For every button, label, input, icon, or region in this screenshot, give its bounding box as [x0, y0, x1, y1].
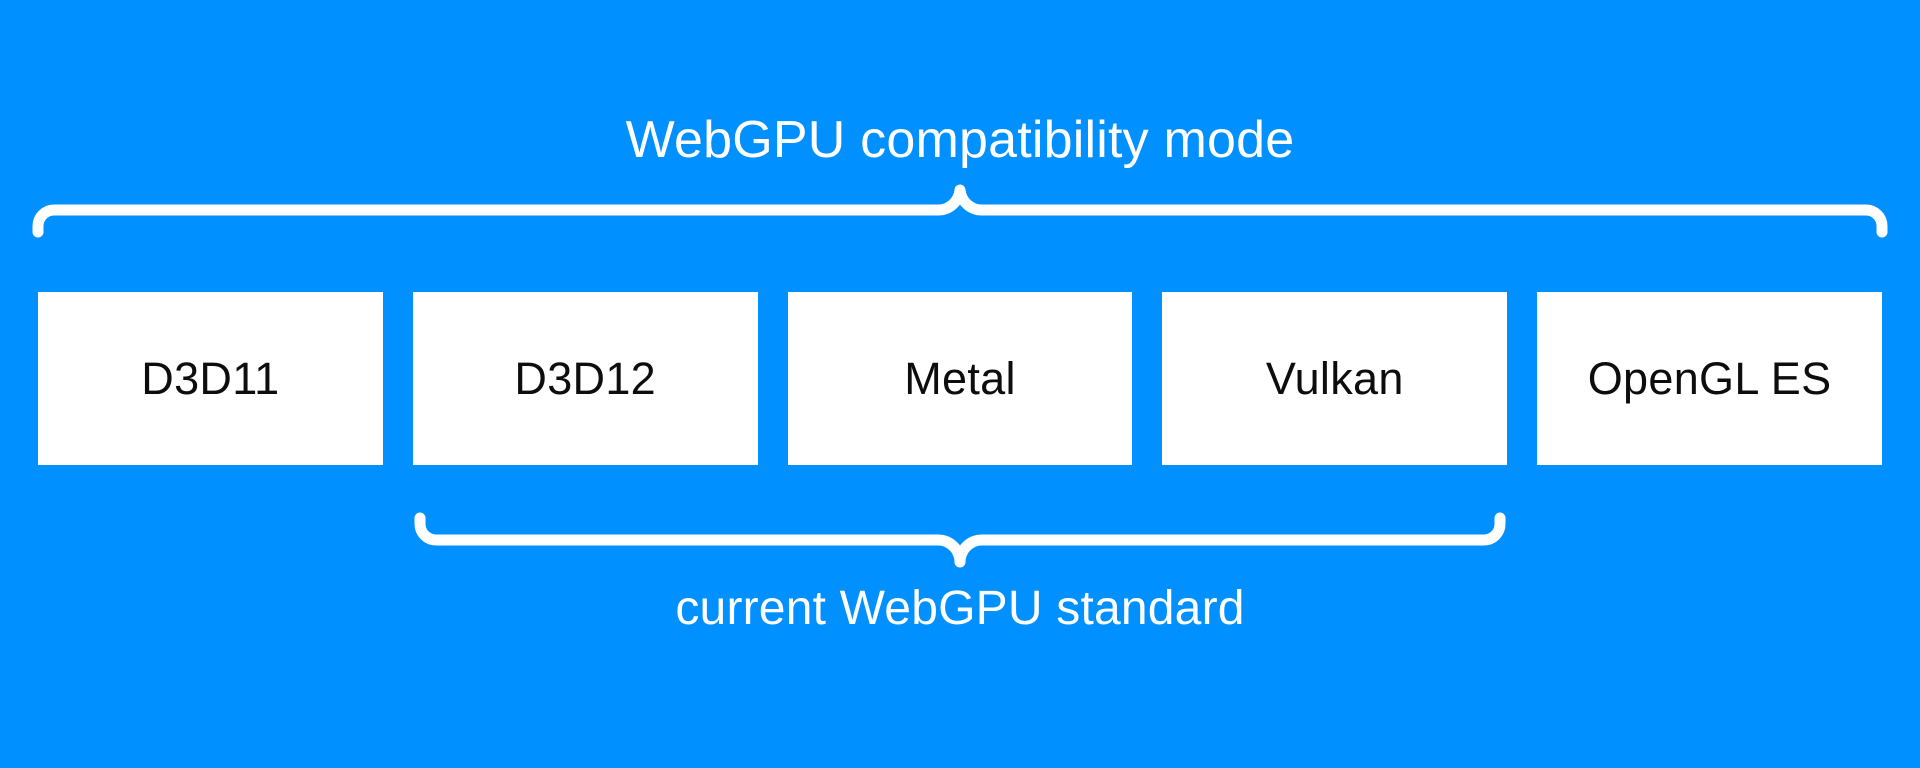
- api-box-label: D3D11: [141, 352, 280, 404]
- api-box-row: D3D11 D3D12 Metal Vulkan OpenGL ES: [38, 292, 1882, 465]
- api-box-d3d11[interactable]: D3D11: [38, 292, 383, 465]
- bottom-brace-label: current WebGPU standard: [675, 582, 1245, 635]
- api-box-metal[interactable]: Metal: [787, 292, 1133, 465]
- api-box-vulkan[interactable]: Vulkan: [1162, 292, 1508, 465]
- api-box-label: Metal: [904, 352, 1016, 404]
- api-box-opengl-es[interactable]: OpenGL ES: [1537, 292, 1882, 465]
- api-box-label: D3D12: [514, 352, 656, 404]
- top-brace-label: WebGPU compatibility mode: [625, 111, 1295, 169]
- api-box-label: OpenGL ES: [1587, 352, 1832, 404]
- api-box-label: Vulkan: [1265, 352, 1404, 404]
- api-box-d3d12[interactable]: D3D12: [412, 292, 758, 465]
